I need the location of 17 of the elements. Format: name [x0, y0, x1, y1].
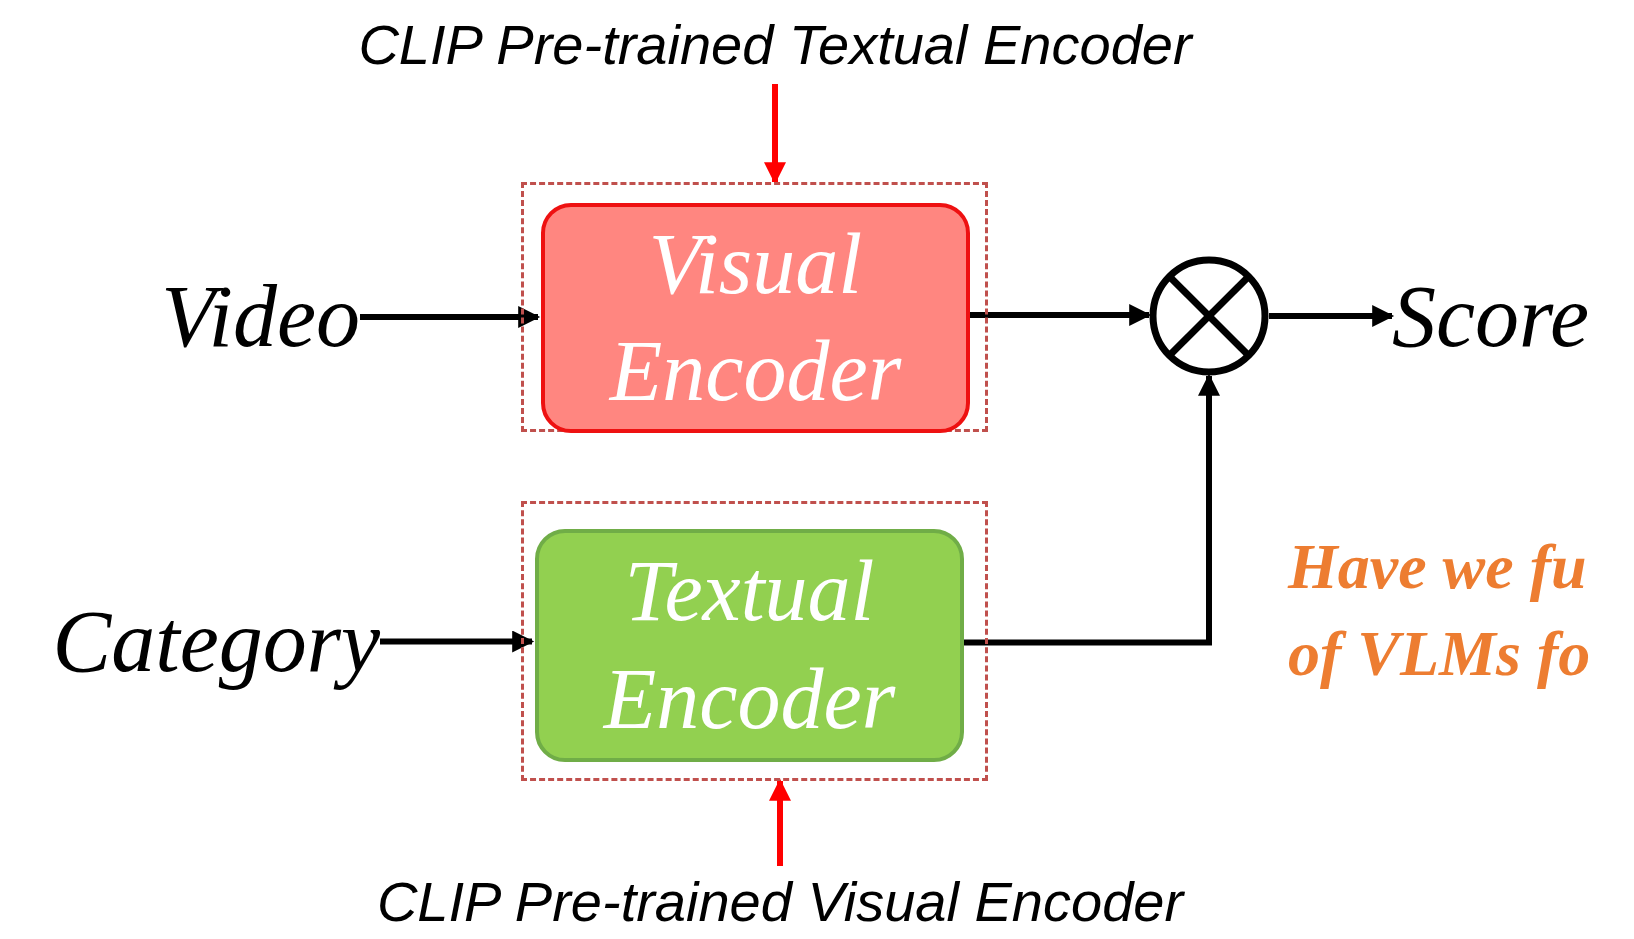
question-text: of VLMs fo	[1288, 617, 1591, 691]
dashed-frame	[521, 501, 988, 781]
input-label: Video	[110, 262, 360, 372]
arrow	[360, 306, 541, 328]
arrow	[764, 84, 786, 185]
question-text: Have we fu	[1288, 530, 1587, 604]
arrow	[769, 778, 791, 866]
output-label: Score	[1392, 262, 1630, 372]
encoder-note: CLIP Pre-trained Visual Encoder	[250, 866, 1310, 938]
arrow	[380, 630, 535, 653]
multiply-circle	[1149, 256, 1269, 376]
encoder-box: Textual Encoder	[535, 529, 964, 762]
dashed-frame	[521, 182, 988, 432]
encoder-box: Visual Encoder	[541, 203, 970, 433]
input-label: Category	[8, 584, 380, 699]
encoder-note: CLIP Pre-trained Textual Encoder	[250, 6, 1300, 84]
arrow	[1269, 305, 1395, 327]
